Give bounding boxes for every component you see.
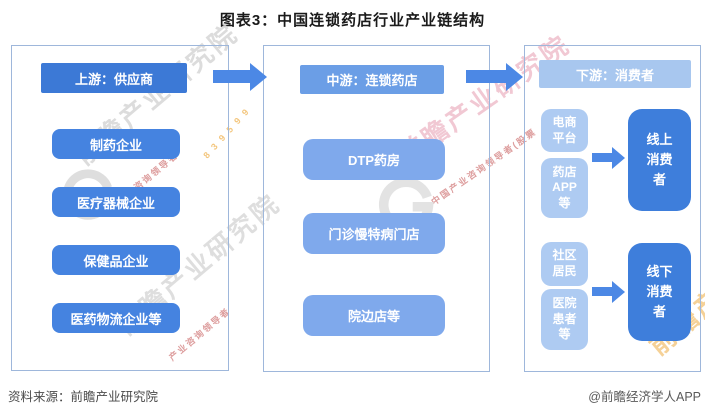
downstream-header: 下游：消费者 [539,60,691,88]
offline-consumer-box: 线下 消费 者 [628,243,691,341]
upstream-panel: 上游：供应商 制药企业 医疗器械企业 保健品企业 医药物流企业等 [11,45,229,371]
online-consumer-box: 线上 消费 者 [628,109,691,211]
arrow-right-icon [466,63,523,91]
upstream-item: 医疗器械企业 [52,187,180,217]
upstream-item: 保健品企业 [52,245,180,275]
midstream-panel: 中游：连锁药店 DTP药房 门诊慢特病门店 院边店等 [263,45,490,372]
arrow-right-icon [213,63,267,91]
offline-source-box: 医院 患者 等 [541,289,588,350]
midstream-header: 中游：连锁药店 [300,65,444,94]
arrow-right-icon [592,147,625,169]
midstream-item: 院边店等 [303,295,445,336]
upstream-item: 制药企业 [52,129,180,159]
midstream-item: 门诊慢特病门店 [303,213,445,254]
upstream-item: 医药物流企业等 [52,303,180,333]
credit-note: @前瞻经济学人APP [588,390,701,404]
diagram-title: 图表3：中国连锁药店行业产业链结构 [219,12,486,29]
arrow-right-icon [592,281,625,303]
source-note: 资料来源：前瞻产业研究院 [8,390,159,404]
midstream-item: DTP药房 [303,139,445,180]
online-source-box: 药店 APP 等 [541,158,588,218]
downstream-panel: 下游：消费者 电商 平台 药店 APP 等 线上 消费 者 社区 居民 医院 患… [524,45,701,372]
online-source-box: 电商 平台 [541,109,588,152]
upstream-header: 上游：供应商 [41,63,187,93]
offline-source-box: 社区 居民 [541,242,588,286]
